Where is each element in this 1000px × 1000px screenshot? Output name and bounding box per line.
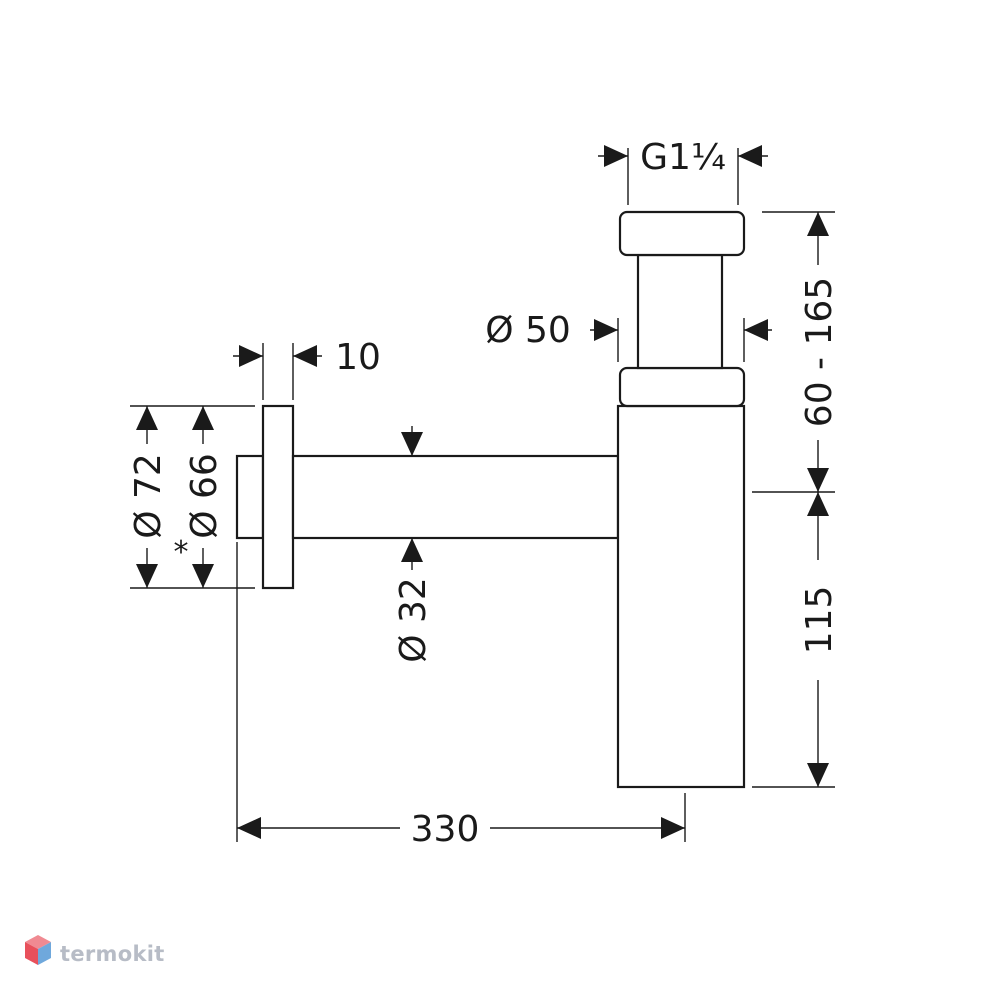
logo-right-face — [38, 942, 51, 965]
total-depth-label: 330 — [411, 809, 480, 850]
logo-left-face — [25, 942, 38, 965]
siphon-body — [616, 404, 746, 789]
dimension-arrowheads — [136, 145, 829, 839]
extension-lines — [130, 148, 835, 842]
horizontal-pipe — [291, 454, 620, 540]
rosette-thickness-label: 10 — [335, 337, 381, 378]
body-height-label: 115 — [799, 586, 840, 655]
watermark-text: termokit — [60, 941, 165, 966]
body-top-nut — [618, 366, 746, 408]
watermark-brand: termokit — [24, 934, 165, 973]
rosette-note-marker: * — [174, 535, 189, 570]
pipe-diameter-label: Ø 32 — [393, 577, 434, 663]
top-cap — [618, 210, 746, 257]
rosette-hub — [235, 454, 265, 540]
cube-logo-icon — [24, 934, 52, 973]
rosette-inner-diameter-label: Ø 66 — [184, 453, 225, 539]
height-range-label: 60 - 165 — [799, 277, 840, 427]
vertical-column — [636, 253, 724, 370]
column-diameter-label: Ø 50 — [485, 310, 571, 351]
siphon-outline — [235, 210, 746, 789]
rosette-outer-diameter-label: Ø 72 — [128, 453, 169, 539]
thread-size-label: G1¼ — [640, 137, 726, 178]
wall-rosette — [261, 404, 295, 590]
